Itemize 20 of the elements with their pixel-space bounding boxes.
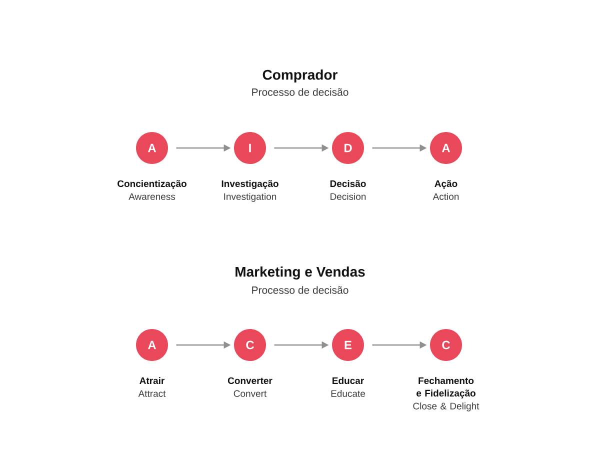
step-label: Fechamento e Fidelização [416,377,476,398]
step-caption: Awareness [128,193,176,200]
step-caption: Educate [331,390,365,397]
step-caption: Convert [234,390,267,397]
section-heading: Marketing e Vendas [236,266,365,280]
step-label: Investigação [222,180,278,189]
step-label: Educar [332,377,364,384]
step-label: Atrair [140,377,165,384]
step-caption: Action [432,192,459,200]
step-caption: Close & Delight [413,402,480,412]
section-subtitle: Processo de decisão [252,88,348,96]
step-caption: Attract [138,390,166,397]
step-label: Concientização [118,180,186,189]
step-label: Decisão [330,180,366,188]
step-label: Converter [228,377,272,384]
step-caption: Decision [330,192,366,200]
step-caption: Investigation [224,192,276,202]
section-subtitle: Processo de decisão [252,286,348,294]
step-label: Ação [434,180,458,189]
section-heading: Comprador [262,69,338,83]
